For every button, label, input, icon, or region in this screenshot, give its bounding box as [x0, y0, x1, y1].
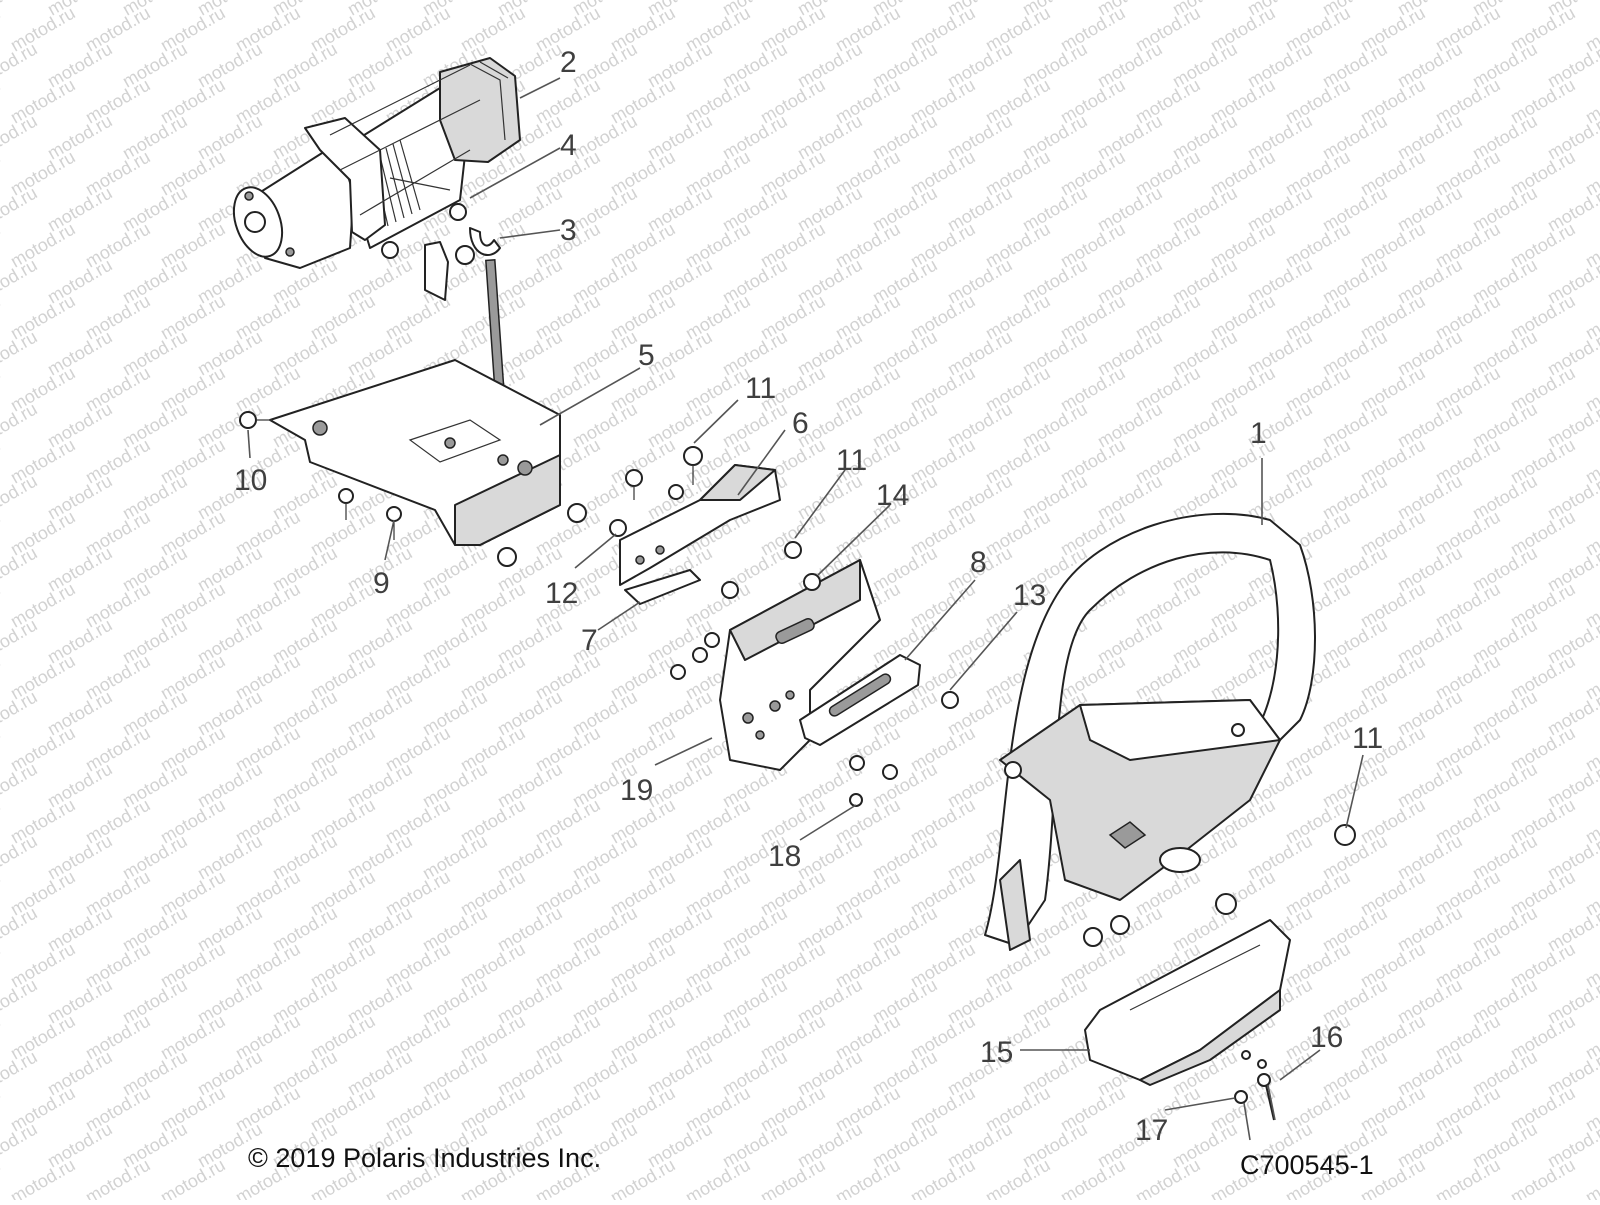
watermark-text: motod.ru	[0, 471, 41, 524]
watermark-text: motod.ru	[832, 1155, 904, 1200]
watermark-text: motod.ru	[82, 1155, 154, 1200]
side-bracket	[609, 446, 781, 605]
callout-9: 9	[373, 567, 390, 600]
watermark-text: motod.ru	[0, 831, 41, 884]
callout-15: 15	[980, 1036, 1013, 1069]
drawing-number: C700545-1	[1240, 1150, 1374, 1180]
watermark-text: motod.ru	[0, 1047, 41, 1100]
watermark-text: motod.ru	[0, 723, 4, 776]
watermark-text: motod.ru	[0, 183, 41, 236]
callout-10: 10	[234, 464, 267, 497]
watermark-text: motod.ru	[607, 1155, 679, 1200]
skid-plate-fasteners	[1234, 1050, 1276, 1141]
fairlead-bracket	[670, 541, 959, 807]
callout-6: 6	[792, 407, 809, 440]
watermark-text: motod.ru	[0, 291, 4, 344]
watermark-text: motod.ru	[7, 1155, 79, 1200]
watermark-text: motod.ru	[0, 75, 4, 128]
callout-4: 4	[560, 129, 577, 162]
watermark-text: motod.ru	[0, 975, 41, 1028]
callout-11-plate: 11	[836, 444, 867, 477]
watermark-text: motod.ru	[1507, 1155, 1579, 1200]
watermark-text: motod.ru	[0, 759, 41, 812]
watermark-text: motod.ru	[682, 1155, 754, 1200]
watermark-text: motod.ru	[0, 255, 41, 308]
callout-14: 14	[876, 479, 909, 512]
callout-7: 7	[581, 624, 598, 657]
callout-17: 17	[1135, 1114, 1168, 1147]
watermark-text: motod.ru	[0, 39, 41, 92]
copyright-notice: © 2019 Polaris Industries Inc.	[248, 1143, 602, 1173]
watermark-text: motod.ru	[0, 1155, 4, 1200]
watermark-text: motod.ru	[0, 147, 4, 200]
watermark-text: motod.ru	[0, 111, 41, 164]
watermark-text: motod.ru	[1582, 1155, 1600, 1200]
watermark-text: motod.ru	[0, 399, 41, 452]
watermark-text: motod.ru	[1132, 1155, 1204, 1200]
watermark-text: motod.ru	[157, 1155, 229, 1200]
watermark-text: motod.ru	[0, 1083, 4, 1136]
leader-lines	[247, 77, 1364, 1111]
watermark-text: motod.ru	[1432, 1155, 1504, 1200]
watermark-text: motod.ru	[0, 1011, 4, 1064]
winch-mount-plate	[269, 241, 561, 546]
callout-12: 12	[545, 577, 578, 610]
watermark-text: motod.ru	[757, 1155, 829, 1200]
watermark-text: motod.ru	[0, 327, 41, 380]
winch-assembly	[232, 57, 521, 269]
front-bumper	[984, 512, 1316, 951]
hook-and-strap	[449, 203, 505, 386]
callout-11-bracket: 11	[745, 372, 776, 405]
watermark-text: motod.ru	[0, 507, 4, 560]
watermark-text: motod.ru	[0, 615, 41, 668]
callout-13: 13	[1013, 579, 1046, 612]
callout-5: 5	[638, 339, 655, 372]
callout-16: 16	[1310, 1021, 1343, 1054]
callout-1: 1	[1250, 417, 1267, 450]
watermark-text: motod.ru	[0, 867, 4, 920]
watermark-text: motod.ru	[0, 579, 4, 632]
watermark-text: motod.ru	[0, 651, 4, 704]
watermark-text: motod.ru	[0, 543, 41, 596]
watermark-text: motod.ru	[0, 795, 4, 848]
watermark-text: motod.ru	[0, 1119, 41, 1172]
callout-11-bumper: 11	[1352, 722, 1383, 755]
watermark-text: motod.ru	[0, 3, 4, 56]
watermark-text: motod.ru	[1057, 1155, 1129, 1200]
watermark-text: motod.ru	[0, 219, 4, 272]
watermark-text: motod.ru	[0, 903, 41, 956]
watermark-text: motod.ru	[0, 687, 41, 740]
skid-plate	[1084, 919, 1291, 1086]
watermark-text: motod.ru	[0, 435, 4, 488]
watermark-text: motod.ru	[0, 363, 4, 416]
callout-2: 2	[560, 46, 577, 79]
bumper-fasteners	[1083, 824, 1356, 947]
watermark-text: motod.ru	[907, 1155, 979, 1200]
callout-numbers: 2 4 3 5 11 6 1 11 10 14 8 9 12 13 7 11 1…	[234, 46, 1383, 1147]
watermark-text: motod.ru	[0, 939, 4, 992]
watermark-text: motod.ru	[982, 1155, 1054, 1200]
callout-8: 8	[970, 546, 987, 579]
callout-19: 19	[620, 774, 653, 807]
mount-bolts	[239, 411, 587, 567]
watermark-text: motod.ru	[0, 0, 41, 19]
callout-3: 3	[560, 214, 577, 247]
callout-18: 18	[768, 840, 801, 873]
